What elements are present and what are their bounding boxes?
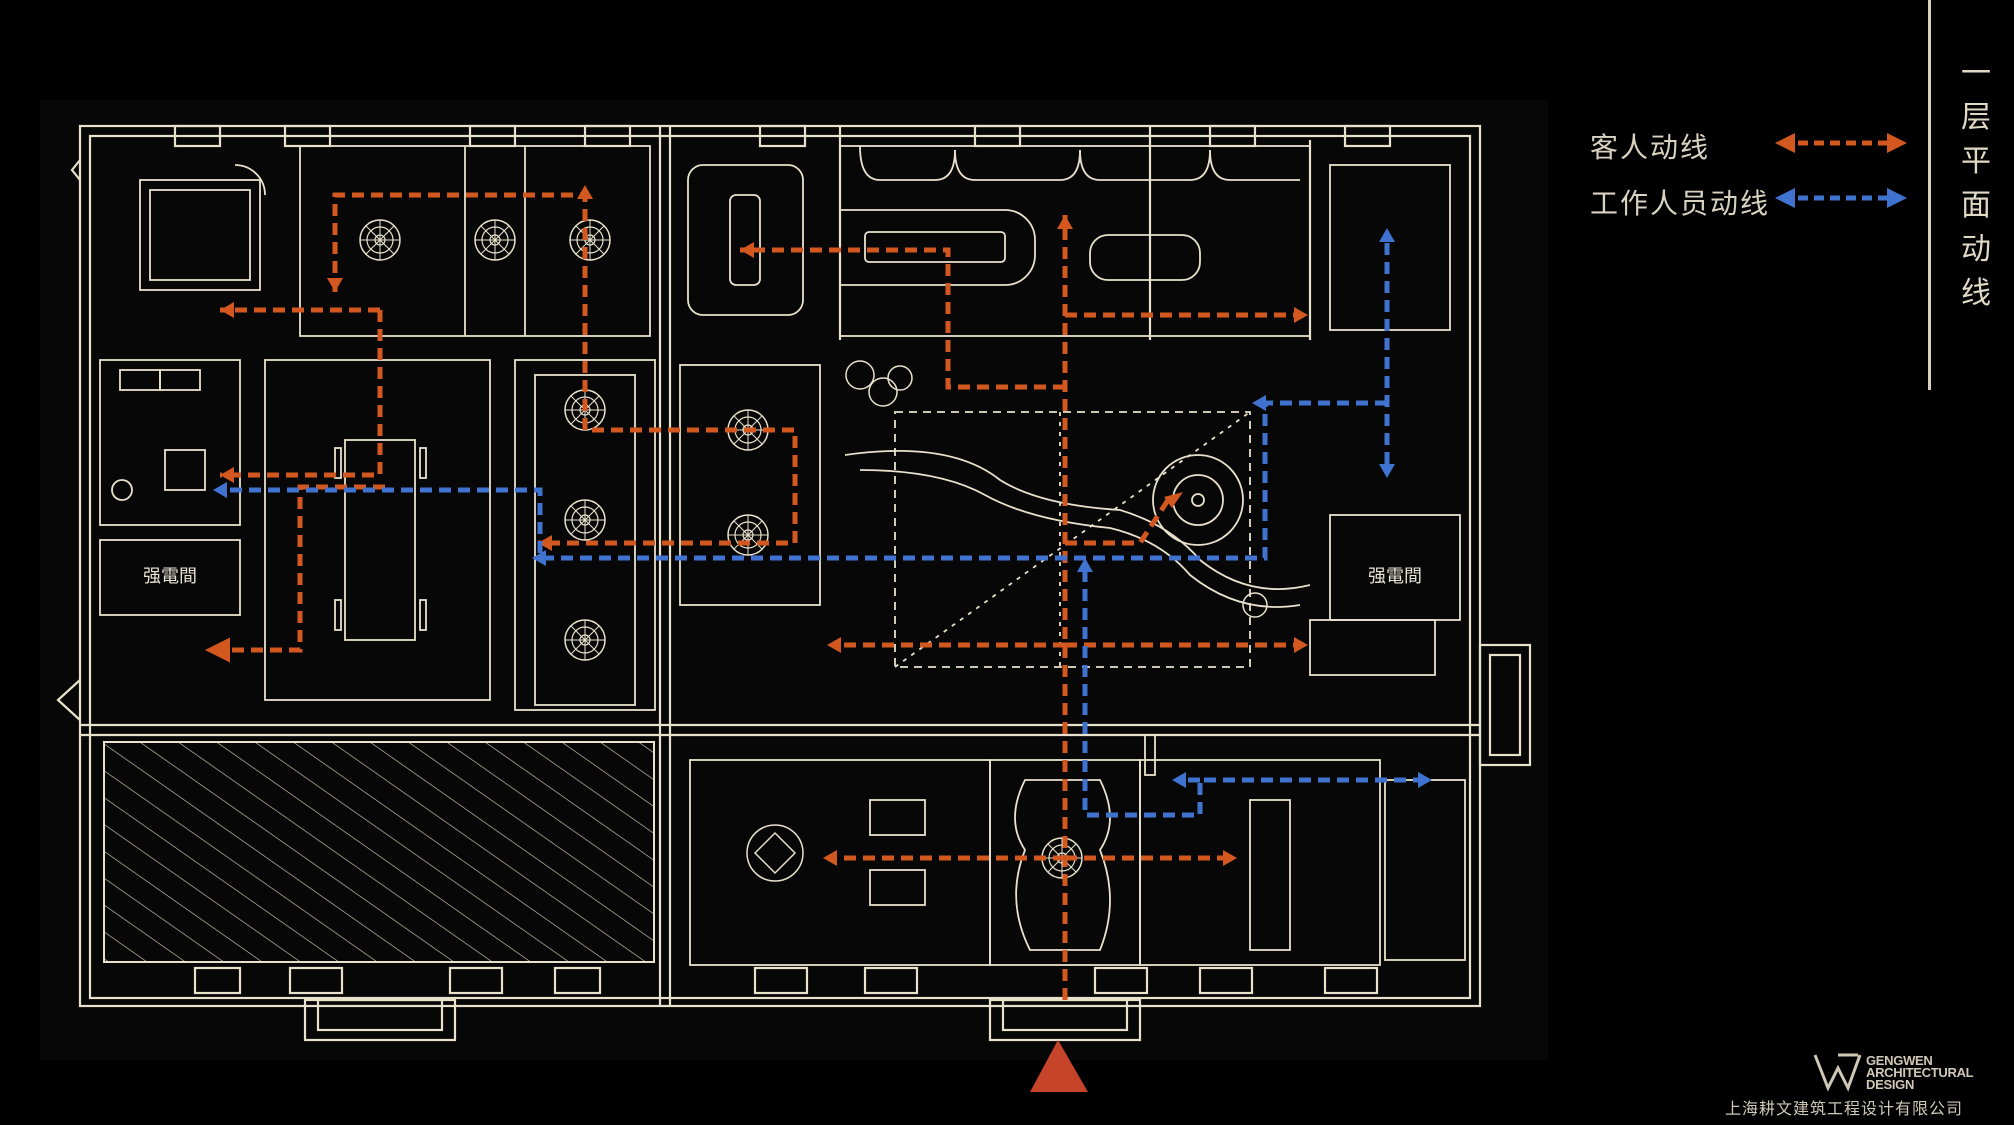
company-name: 上海耕文建筑工程设计有限公司 <box>1725 1099 1964 1118</box>
room-partitions <box>99 145 1466 966</box>
legend-guest-line <box>1775 133 1907 153</box>
logo-line-2: ARCHITECTURAL <box>1866 1065 1974 1080</box>
logo-line-3: DESIGN <box>1866 1077 1915 1092</box>
company-logo-mark <box>1813 1053 1862 1092</box>
title-char: 线 <box>1961 276 1991 311</box>
staff-routes <box>225 243 1420 818</box>
title-char: 一 <box>1961 56 1991 91</box>
legend-staff-line <box>1775 188 1907 208</box>
power-room-left-label: 强電間 <box>143 566 197 587</box>
hatched-terrace <box>103 741 655 963</box>
guest-routes <box>205 192 1295 1000</box>
title-char: 平 <box>1961 144 1991 179</box>
legend-staff-label: 工作人员动线 <box>1590 187 1771 220</box>
title-char: 层 <box>1961 100 1991 135</box>
planters <box>746 360 1268 882</box>
logo-text: GENGWEN ARCHITECTURAL DESIGN <box>1866 1053 1974 1092</box>
logo-line-1: GENGWEN <box>1866 1053 1933 1068</box>
title-divider <box>1928 0 1931 390</box>
legend-guest-label: 客人动线 <box>1590 131 1711 164</box>
title-char: 面 <box>1961 188 1991 223</box>
title-char: 动 <box>1961 232 1991 267</box>
guest-arrowheads <box>220 185 1308 866</box>
page-title: 一 层 平 面 动 线 <box>1956 52 1996 316</box>
entrance-marker <box>1030 1040 1088 1092</box>
power-room-right-label: 强電間 <box>1368 566 1422 587</box>
staff-arrowheads <box>213 228 1432 788</box>
